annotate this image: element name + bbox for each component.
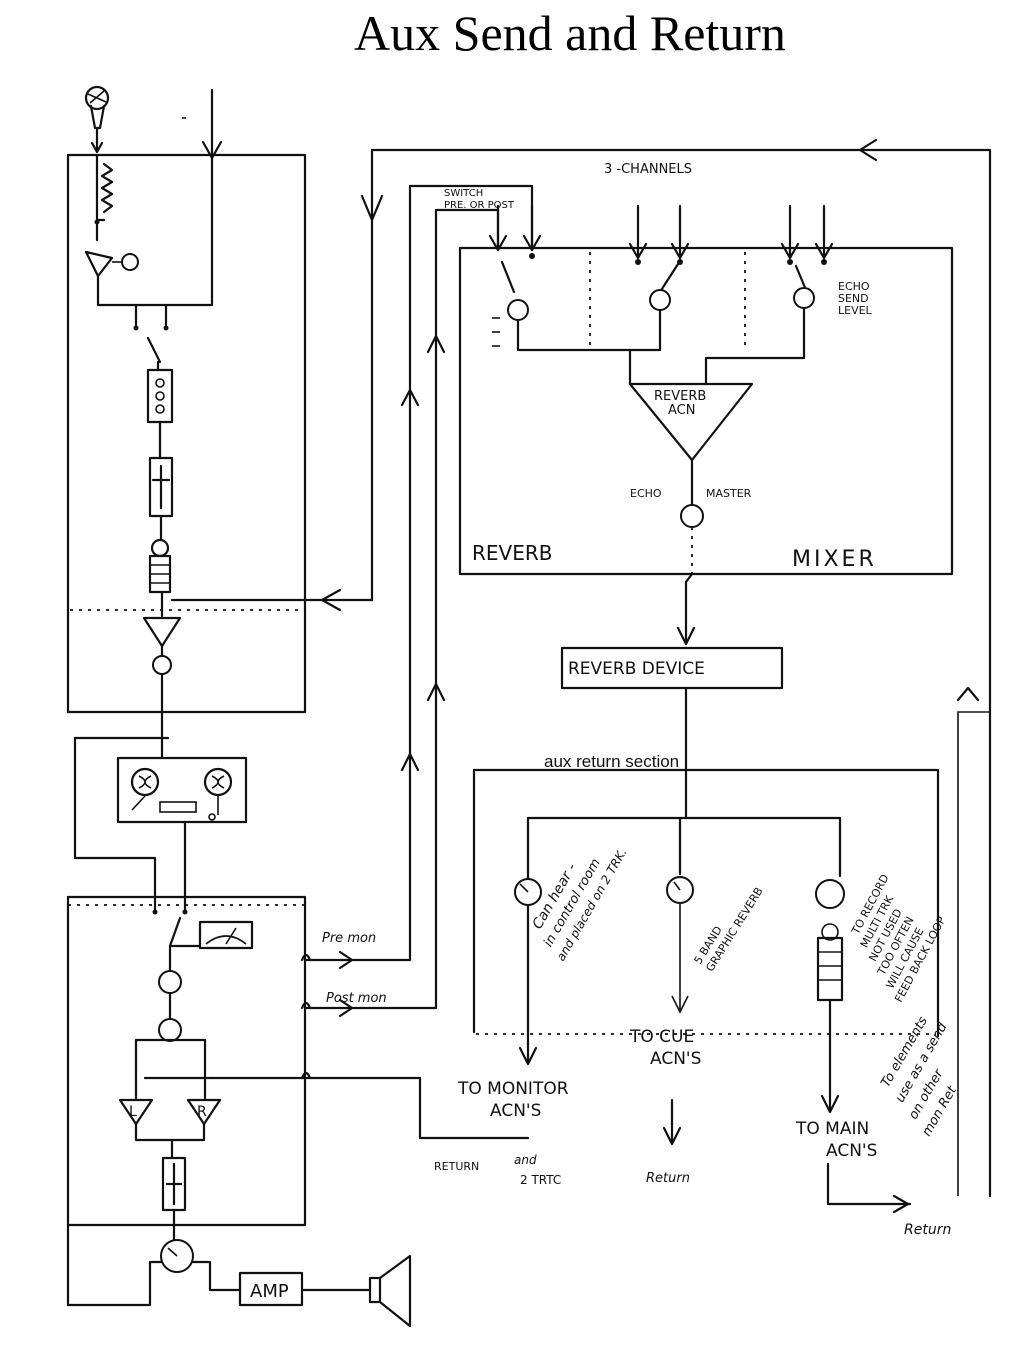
aux-return-section-label: aux return section [544,752,679,771]
return-main-label: Return [904,1222,951,1238]
mic-line-switch-icon [133,303,169,372]
channel-coil-icon [148,538,172,618]
speaker-icon [368,1254,412,1328]
monitor-fader-icon [161,1156,187,1248]
to-main-label-1: TO MAIN [795,1119,869,1139]
vu-meter-icon [168,920,254,950]
to-monitor-label-2: ACN'S [490,1101,541,1121]
bus-amp-icon [142,616,182,760]
band-reverb-note: 5 BAND GRAPHIC REVERB [692,885,766,974]
reverb-device-box: REVERB DEVICE [560,646,784,690]
echo-send-label-2: SEND [838,292,869,305]
tape-deck-icon [73,736,248,914]
microphone-icon [84,85,110,154]
to-main-label-2: ACN'S [826,1141,877,1161]
preamp-triangle-icon [84,250,139,307]
channels-label: 3 -CHANNELS [604,162,692,177]
main-return-knob [815,879,845,909]
channel-strip: L R AMP [66,85,412,1328]
left-label: L [129,1104,137,1120]
echo-master-left-label: ECHO [630,487,662,500]
eq-block-icon [146,368,174,460]
to-cue-label-2: ACN'S [650,1049,701,1069]
page-title: Aux Send and Return [354,5,786,61]
reverb-mixer: REVERB ACN ECHO MASTER REVERB MIXER 3 -C… [444,162,954,576]
echo-send-label-1: ECHO [838,280,870,293]
switch-label-2: PRE. OR POST [444,200,515,211]
right-label: R [197,1104,207,1120]
amp-box: AMP [238,1271,304,1307]
reverb-device-label: REVERB DEVICE [568,659,705,679]
right-output-amp-icon: R [186,1098,222,1126]
pad-resistor-icon [94,153,114,242]
echo-master-knob [680,504,704,528]
record-note: TO RECORD MULTI TRK NOT USED TOO OFTEN W… [849,872,949,1004]
post-mon-label: Post mon [326,991,387,1006]
switch-label-1: SWITCH [444,188,483,199]
reverb-acn-triangle: REVERB ACN [628,382,754,462]
reverb-acn-label-1: REVERB [654,389,706,404]
to-cue-label-1: TO CUE [629,1027,694,1047]
echo-master-right-label: MASTER [706,487,752,500]
echo-send-knob-3 [793,287,815,309]
echo-send-knob-1 [507,299,529,321]
amp-label: AMP [250,1281,289,1302]
reverb-acn-label-2: ACN [668,403,695,418]
main-return-eq-icon [816,936,844,1002]
mixer-label: MIXER [792,547,877,572]
elements-note: To elements use as a send on other mon R… [878,1014,960,1139]
echo-send-knob-2 [649,289,671,311]
and-2trk-label-1: and [514,1153,537,1167]
channel-fader-icon [148,456,174,542]
reverb-label: REVERB [472,541,552,565]
aux-return-section: aux return section Can hear - in c [434,752,960,1238]
and-2trk-label-2: 2 TRTC [520,1173,561,1187]
left-output-amp-icon: L [118,1098,154,1126]
pre-mon-label: Pre mon [322,931,376,946]
to-monitor-label-1: TO MONITOR [457,1079,569,1099]
return-cue-label: Return [646,1171,690,1186]
return-monitor-label: RETURN [434,1160,479,1173]
echo-send-label-3: LEVEL [838,304,873,317]
